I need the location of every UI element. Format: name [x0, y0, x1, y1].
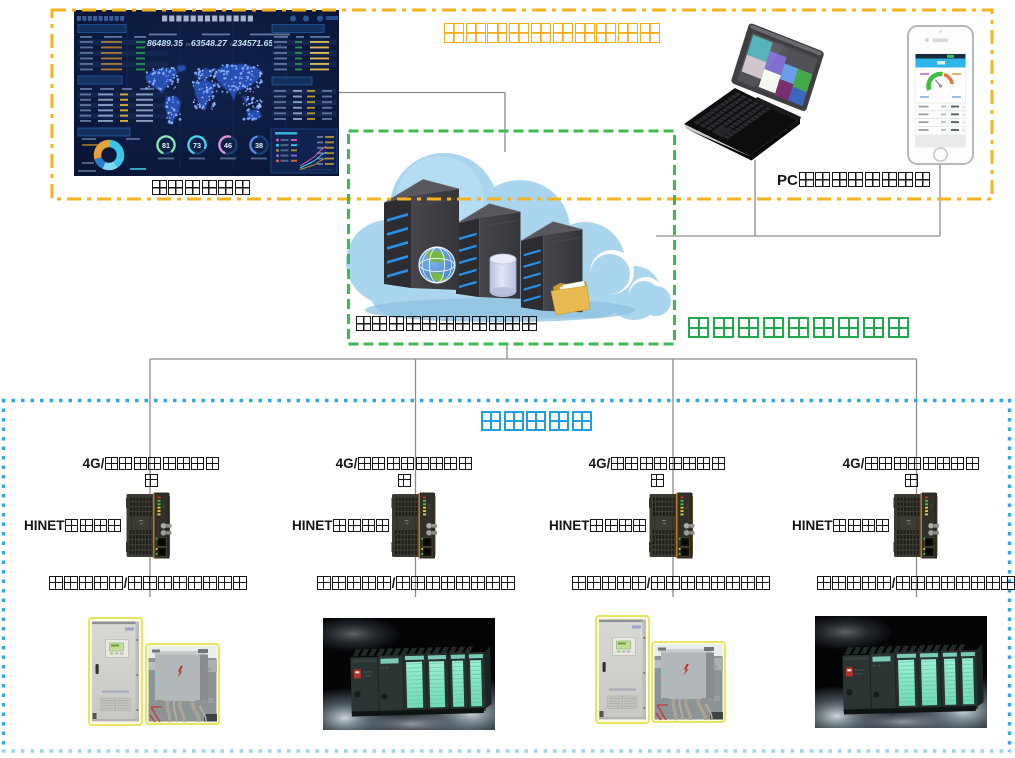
- svg-text:m³: m³: [230, 42, 236, 48]
- svg-text:86489.35: 86489.35: [147, 38, 183, 48]
- svg-text:63548.27: 63548.27: [191, 38, 228, 48]
- svg-text:38: 38: [255, 141, 263, 150]
- svg-text:m³: m³: [186, 42, 192, 48]
- svg-text:46: 46: [224, 141, 232, 150]
- svg-text:234571.65: 234571.65: [232, 38, 274, 48]
- svg-text:81: 81: [162, 141, 170, 150]
- svg-text:73: 73: [193, 141, 201, 150]
